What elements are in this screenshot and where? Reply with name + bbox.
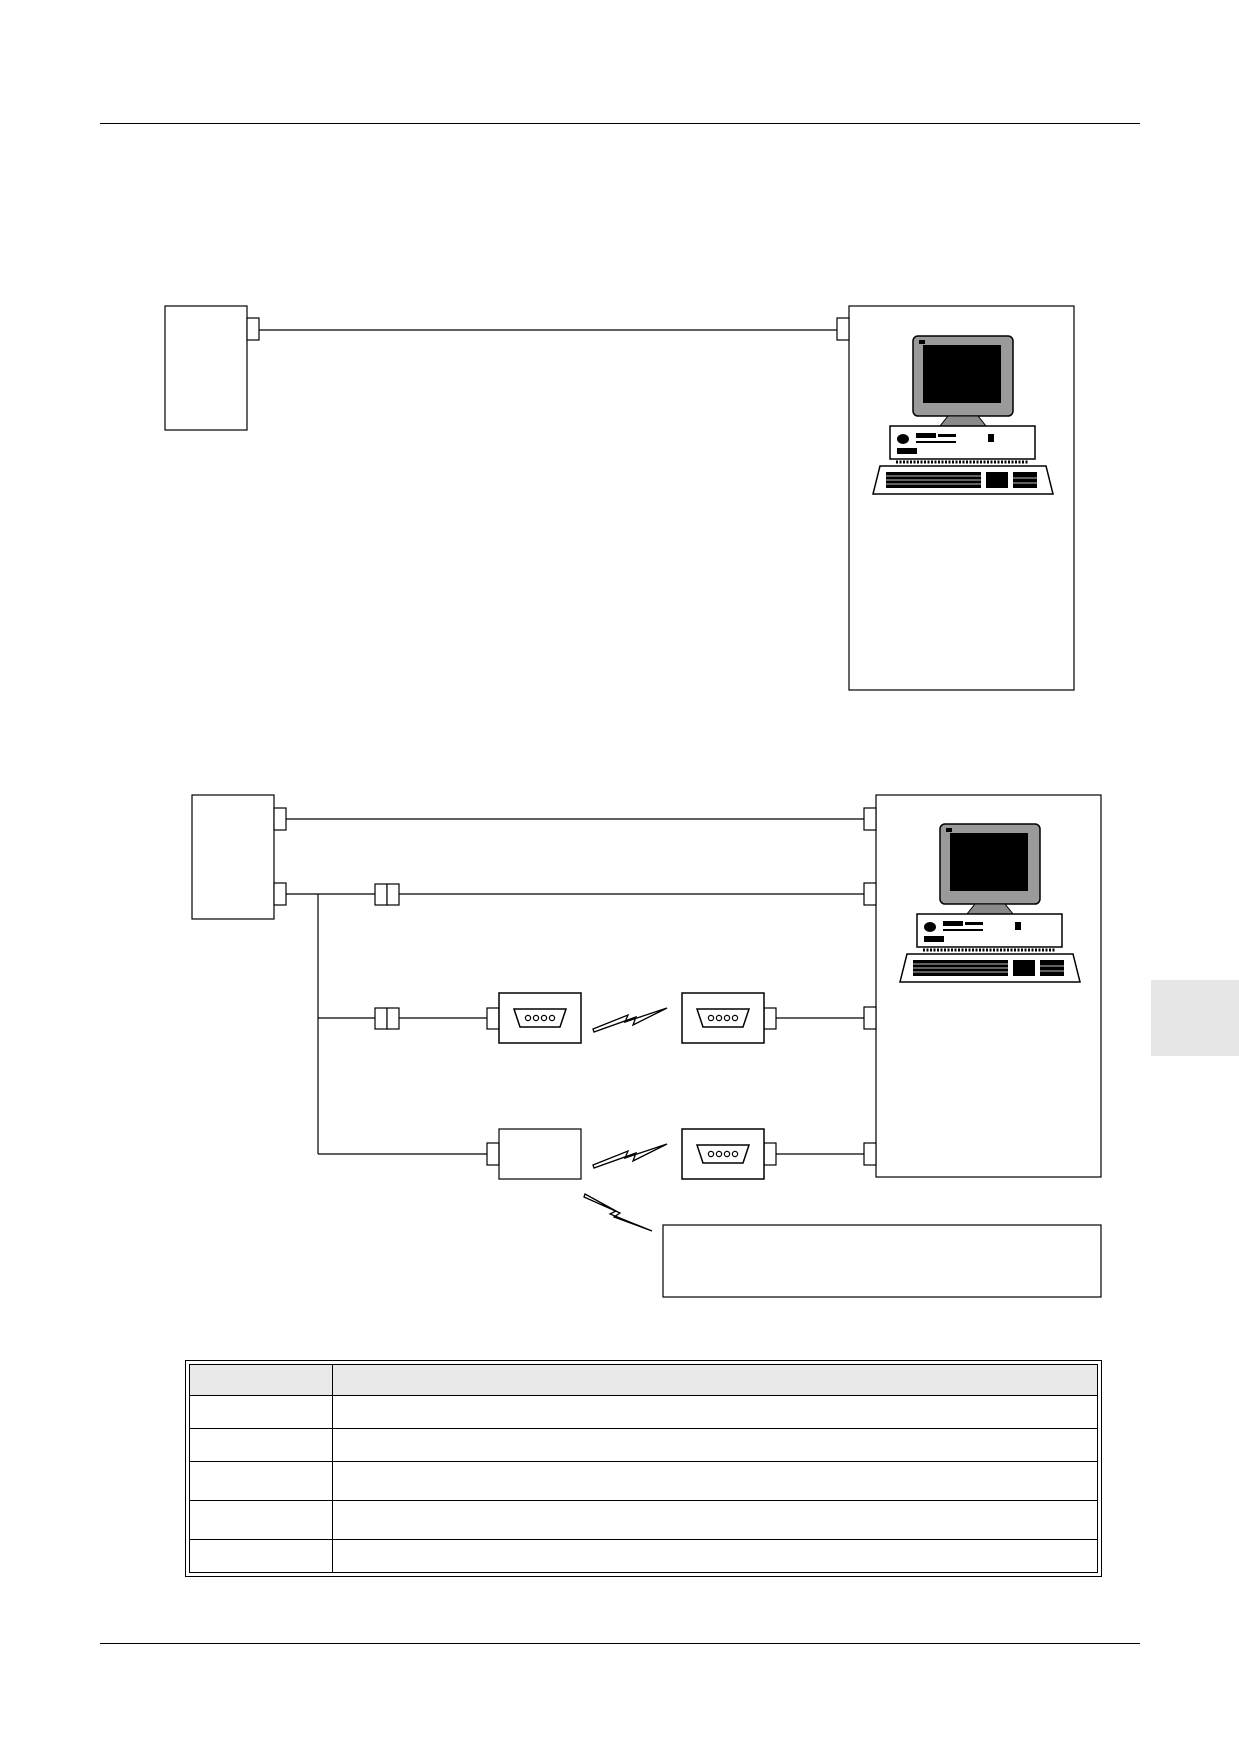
port-pc-2d [863,1142,877,1166]
modem-2 [681,992,765,1044]
radio-unit-box [498,1128,582,1180]
modem-3 [681,1128,765,1180]
info-table [189,1364,1098,1573]
wireless-link-3 [583,1193,653,1232]
note-box [662,1224,1102,1298]
table-row [189,1500,1098,1540]
modem-1 [498,992,582,1044]
table-cell [189,1395,333,1429]
device-box-1 [164,305,248,431]
connection-diagrams [164,305,1102,1298]
table-cell [332,1395,1098,1429]
adapter-connector-2 [386,883,400,906]
computer-icon-1 [871,334,1055,496]
table-cell [189,1428,333,1462]
table-cell [189,1539,333,1573]
table-cell [332,1539,1098,1573]
adapter-connector-1 [374,883,388,906]
table-row [189,1539,1098,1573]
header-rule [100,123,1140,124]
table-header-row [189,1364,1098,1396]
pc-box-2 [875,794,1102,1178]
info-table-frame [185,1360,1102,1577]
footer-rule [100,1643,1140,1644]
table-row [189,1461,1098,1501]
chapter-tab [1151,980,1239,1056]
table-cell [332,1500,1098,1540]
table-header-cell [332,1364,1098,1396]
table-cell [189,1500,333,1540]
port-radio-unit [486,1142,500,1166]
table-cell [332,1428,1098,1462]
port-device-1 [246,317,260,341]
wireless-link-1 [592,1007,668,1033]
table-row [189,1395,1098,1429]
port-pc-2b [863,882,877,906]
port-pc-2a [863,807,877,831]
pc-box-1 [848,305,1075,691]
table-row [189,1428,1098,1462]
device-box-2 [191,794,275,920]
port-modem-3 [763,1142,777,1166]
port-device-2a [273,807,287,831]
port-modem-2 [763,1007,777,1030]
port-device-2b [273,882,287,906]
table-cell [332,1461,1098,1501]
port-modem-1 [486,1007,500,1030]
table-header-cell [189,1364,333,1396]
wireless-link-2 [592,1143,668,1169]
port-pc-1 [836,317,850,341]
table-cell [189,1461,333,1501]
computer-icon-2 [898,822,1082,984]
port-pc-2c [863,1006,877,1030]
